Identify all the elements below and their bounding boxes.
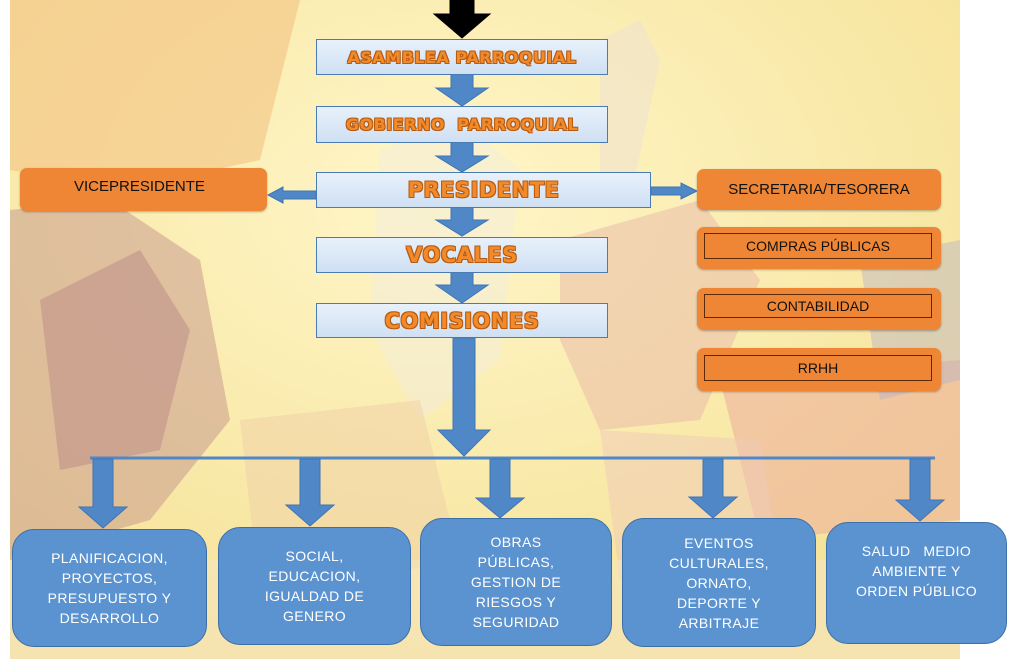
- commission-line: SEGURIDAD: [472, 614, 560, 630]
- commission-line: PLANIFICACION,: [51, 550, 168, 566]
- commission-social: SOCIAL, EDUCACION, IGUALDAD DE GENERO: [218, 527, 411, 645]
- arrow-comisiones-bus: [436, 337, 492, 457]
- commission-line: GENERO: [282, 608, 347, 624]
- node-comisiones: COMISIONES: [316, 303, 608, 338]
- top-arrow: [432, 0, 492, 39]
- commission-obras: OBRAS PÚBLICAS, GESTION DE RIESGOS Y SEG…: [420, 518, 612, 646]
- commission-line: GESTION DE: [470, 574, 562, 590]
- commission-line: RIESGOS Y: [475, 594, 557, 610]
- node-compras-label: COMPRAS PÚBLICAS: [746, 238, 890, 254]
- commission-line: AMBIENTE Y: [872, 563, 961, 579]
- arrow-gobierno-presidente: [434, 141, 490, 173]
- node-presidente-label: PRESIDENTE: [407, 178, 560, 202]
- arrow-asamblea-gobierno: [434, 73, 490, 107]
- commission-line: OBRAS: [490, 534, 542, 550]
- commission-line: SOCIAL,: [285, 548, 344, 564]
- commission-line: CULTURALES,: [669, 554, 769, 571]
- node-gobierno-label: GOBIERNO PARROQUIAL: [345, 115, 579, 134]
- arrow-commission-5: [894, 458, 946, 522]
- arrow-commission-1: [77, 458, 129, 529]
- node-contabilidad-label: CONTABILIDAD: [766, 298, 870, 314]
- node-vocales: VOCALES: [316, 237, 608, 273]
- commission-line: DEPORTE Y: [677, 594, 761, 611]
- commission-line: PÚBLICAS,: [477, 554, 555, 570]
- commission-line: PRESUPUESTO Y: [47, 590, 172, 606]
- node-secretaria: SECRETARIA/TESORERA: [697, 169, 941, 210]
- node-rrhh-label: RRHH: [797, 360, 839, 376]
- commission-line: DESARROLLO: [59, 610, 160, 626]
- arrow-to-vicepresidente: [266, 186, 317, 204]
- commission-planificacion: PLANIFICACION, PROYECTOS, PRESUPUESTO Y …: [12, 529, 207, 647]
- node-vicepresidente: VICEPRESIDENTE: [20, 168, 267, 211]
- node-secretaria-label: SECRETARIA/TESORERA: [728, 181, 910, 198]
- node-contabilidad: CONTABILIDAD: [697, 288, 941, 330]
- node-comisiones-label: COMISIONES: [384, 308, 540, 333]
- commission-line: SALUD MEDIO: [861, 543, 972, 559]
- node-vicepresidente-label: VICEPRESIDENTE: [74, 178, 205, 195]
- arrow-vocales-comisiones: [434, 271, 490, 304]
- commission-line: ORNATO,: [686, 574, 752, 591]
- node-vocales-label: VOCALES: [406, 243, 518, 267]
- node-asamblea-label: ASAMBLEA PARROQUIAL: [347, 47, 577, 67]
- arrow-to-secretaria: [650, 182, 699, 200]
- node-rrhh: RRHH: [697, 348, 941, 391]
- node-presidente: PRESIDENTE: [316, 172, 651, 208]
- arrow-presidente-vocales: [434, 206, 490, 237]
- commission-salud: SALUD MEDIO AMBIENTE Y ORDEN PÚBLICO: [826, 522, 1007, 644]
- commission-line: EVENTOS: [684, 534, 754, 551]
- commission-line: ORDEN PÚBLICO: [855, 583, 978, 599]
- commission-line: EDUCACION,: [268, 568, 361, 584]
- commission-eventos: EVENTOS CULTURALES, ORNATO, DEPORTE Y AR…: [622, 518, 816, 647]
- commission-line: PROYECTOS,: [61, 570, 158, 586]
- commission-line: ARBITRAJE: [678, 614, 760, 631]
- arrow-commission-3: [474, 458, 526, 519]
- arrow-commission-4: [687, 458, 739, 519]
- node-asamblea: ASAMBLEA PARROQUIAL: [316, 39, 608, 75]
- arrow-commission-2: [284, 458, 336, 527]
- commission-line: IGUALDAD DE: [264, 588, 365, 604]
- node-compras: COMPRAS PÚBLICAS: [697, 227, 941, 269]
- node-gobierno: GOBIERNO PARROQUIAL: [316, 106, 608, 143]
